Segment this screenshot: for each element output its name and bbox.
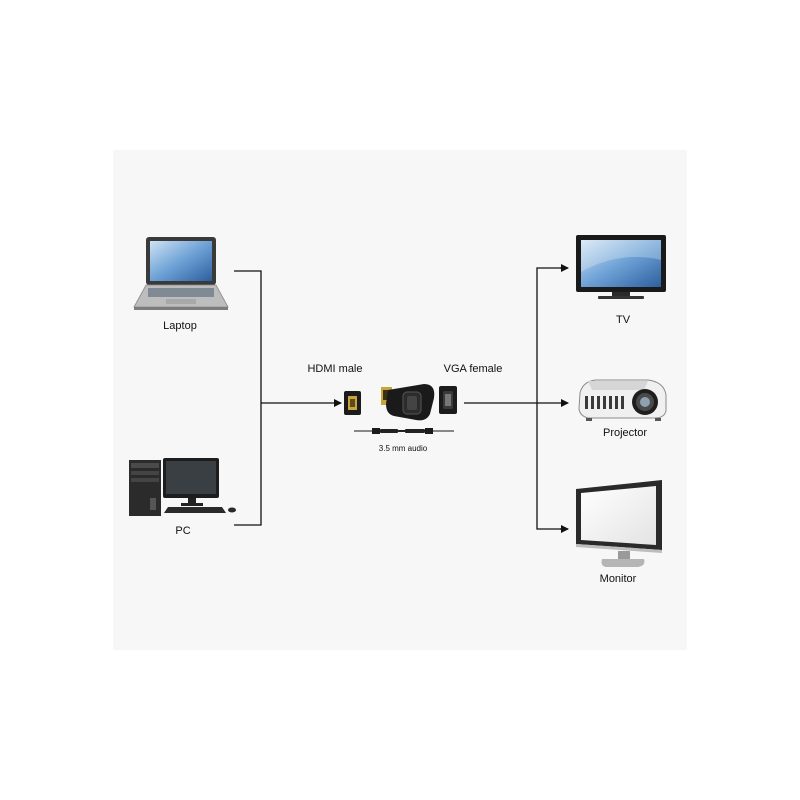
audio-cable-icon [354, 428, 454, 434]
input-connector-lines [234, 270, 342, 526]
tv-label: TV [615, 314, 631, 326]
monitor-label: Monitor [599, 573, 637, 585]
desktop-pc-icon [129, 458, 236, 516]
monitor-icon [576, 480, 662, 567]
output-connector-lines [464, 264, 569, 533]
output-trunk [536, 267, 567, 530]
laptop-label: Laptop [163, 320, 197, 332]
projector-label: Projector [602, 427, 648, 439]
laptop-icon [133, 237, 229, 310]
pc-label: PC [175, 525, 191, 537]
laptop-line [234, 270, 262, 526]
hdmi-vga-adapter-icon [381, 384, 435, 421]
tv-icon [576, 235, 666, 299]
vga-female-port-icon [439, 386, 457, 414]
hdmi-male-label: HDMI male [307, 363, 363, 375]
audio-label: 3.5 mm audio [378, 444, 428, 453]
projector-icon [578, 379, 667, 421]
hdmi-male-port-icon [344, 391, 361, 415]
vga-female-label: VGA female [443, 363, 503, 375]
